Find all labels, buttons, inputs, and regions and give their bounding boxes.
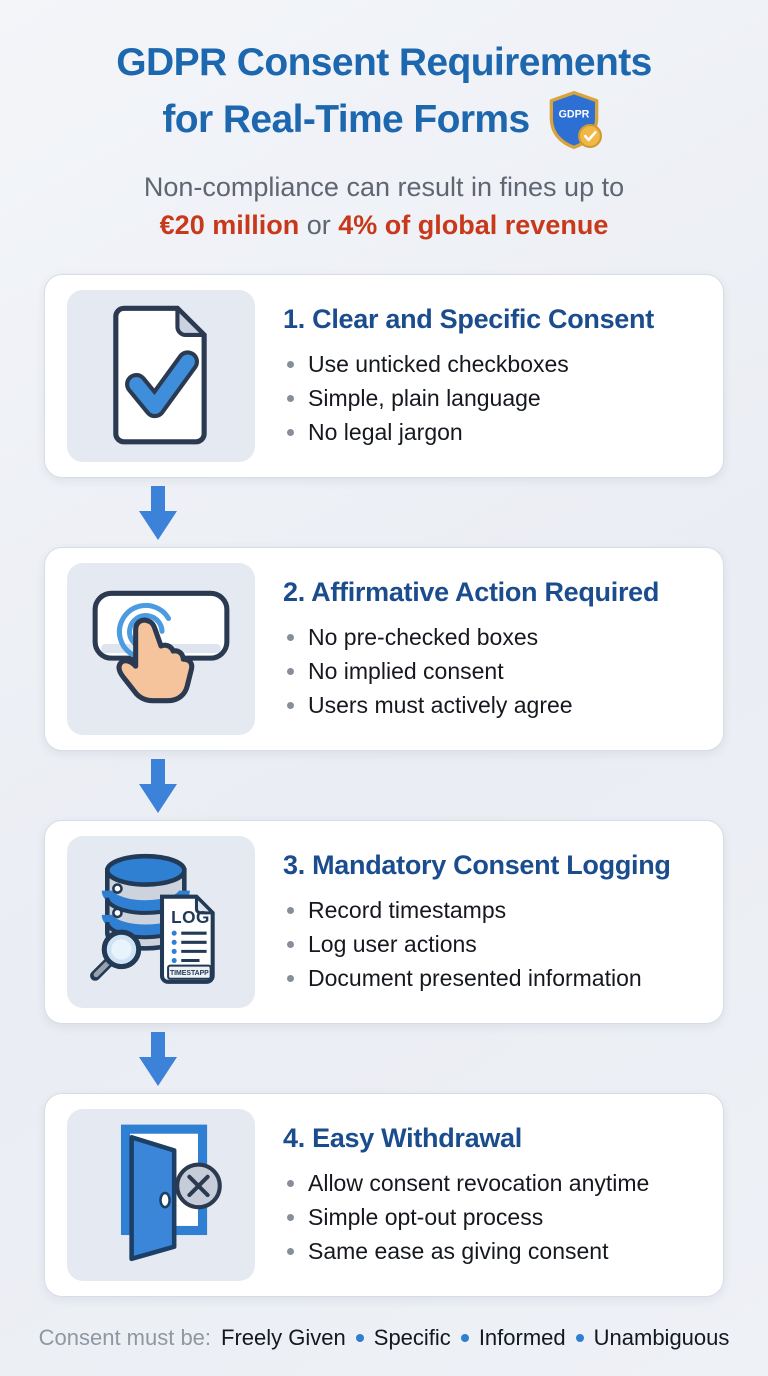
flow-arrow-row [44, 751, 724, 820]
fine-amount: €20 million [159, 210, 300, 240]
footer: Consent must be: Freely Given Specific I… [0, 1325, 768, 1351]
step-card-1: 1. Clear and Specific Consent Use untick… [44, 274, 724, 478]
step-bullets-1: Use unticked checkboxes Simple, plain la… [283, 347, 705, 449]
icon-tile-3: LOG TIMESTAPP [67, 836, 255, 1008]
door-exit-icon [85, 1117, 237, 1274]
separator-dot-icon [355, 1334, 364, 1342]
gdpr-badge-label: GDPR [558, 108, 589, 120]
document-check-icon [89, 298, 233, 455]
bullet-text: No pre-checked boxes [308, 623, 539, 650]
page-title-line1: GDPR Consent Requirements [116, 41, 652, 84]
gdpr-shield-icon: GDPR [542, 90, 606, 150]
bullet-item: Simple opt-out process [283, 1200, 705, 1234]
bullet-icon [287, 667, 294, 675]
bullet-text: Record timestamps [308, 896, 507, 923]
step-bullets-4: Allow consent revocation anytime Simple … [283, 1166, 705, 1268]
bullet-icon [287, 940, 294, 948]
bullet-icon [287, 394, 294, 402]
bullet-icon [287, 633, 294, 641]
subtitle-line1: Non-compliance can result in fines up to [143, 172, 625, 202]
bullet-text: Simple, plain language [308, 384, 541, 411]
bullet-icon [287, 701, 294, 709]
step-card-3: LOG TIMESTAPP 3. Mandatory Co [44, 820, 724, 1024]
step-title-3: 3. Mandatory Consent Logging [283, 849, 671, 880]
separator-dot-icon [575, 1334, 584, 1342]
principle: Specific [373, 1325, 451, 1350]
bullet-text: No legal jargon [308, 418, 463, 445]
bullet-text: Log user actions [308, 930, 477, 957]
icon-tile-4 [67, 1109, 255, 1281]
database-log-icon: LOG TIMESTAPP [85, 844, 237, 1001]
step-bullets-2: No pre-checked boxes No implied consent … [283, 620, 705, 722]
bullet-item: Log user actions [283, 927, 705, 961]
conjunction: or [306, 210, 331, 240]
bullet-item: Same ease as giving consent [283, 1234, 705, 1268]
bullet-item: No implied consent [283, 654, 705, 688]
principle: Freely Given [221, 1325, 346, 1350]
bullet-icon [287, 1247, 294, 1255]
icon-tile-2 [67, 563, 255, 735]
icon-tile-1 [67, 290, 255, 462]
page-title-line2: for Real-Time Forms [162, 98, 530, 141]
bullet-item: Simple, plain language [283, 381, 705, 415]
down-arrow-icon [139, 485, 177, 540]
fine-percent: 4% of global revenue [338, 210, 609, 240]
bullet-item: Document presented information [283, 961, 705, 995]
bullet-item: No legal jargon [283, 415, 705, 449]
bullet-text: No implied consent [308, 657, 504, 684]
bullet-icon [287, 428, 294, 436]
bullet-item: Record timestamps [283, 893, 705, 927]
principle: Unambiguous [593, 1325, 730, 1350]
step-title-2: 2. Affirmative Action Required [283, 576, 660, 607]
header: GDPR Consent Requirements for Real-Time … [0, 0, 768, 244]
bullet-text: Document presented information [308, 964, 642, 991]
bullet-icon [287, 1179, 294, 1187]
step-title-1: 1. Clear and Specific Consent [283, 303, 654, 334]
bullet-icon [287, 360, 294, 368]
down-arrow-icon [139, 758, 177, 813]
step-bullets-3: Record timestamps Log user actions Docum… [283, 893, 705, 995]
separator-dot-icon [460, 1334, 469, 1342]
bullet-item: No pre-checked boxes [283, 620, 705, 654]
bullet-item: Allow consent revocation anytime [283, 1166, 705, 1200]
step-card-4: 4. Easy Withdrawal Allow consent revocat… [44, 1093, 724, 1297]
bullet-text: Same ease as giving consent [308, 1237, 609, 1264]
subtitle-line2: €20 million or 4% of global revenue [0, 206, 768, 244]
step-title-4: 4. Easy Withdrawal [283, 1122, 522, 1153]
timestamp-tag-label: TIMESTAPP [170, 970, 209, 977]
click-hand-icon [85, 571, 237, 728]
steps-list: 1. Clear and Specific Consent Use untick… [44, 274, 724, 1297]
footer-prefix: Consent must be: [38, 1325, 212, 1350]
down-arrow-icon [139, 1031, 177, 1086]
bullet-icon [287, 1213, 294, 1221]
bullet-text: Use unticked checkboxes [308, 350, 569, 377]
flow-arrow-row [44, 1024, 724, 1093]
flow-arrow-row [44, 478, 724, 547]
bullet-item: Users must actively agree [283, 688, 705, 722]
bullet-text: Allow consent revocation anytime [308, 1169, 650, 1196]
subtitle: Non-compliance can result in fines up to… [0, 168, 768, 244]
bullet-item: Use unticked checkboxes [283, 347, 705, 381]
bullet-text: Simple opt-out process [308, 1203, 544, 1230]
bullet-icon [287, 906, 294, 914]
log-doc-label: LOG [171, 907, 210, 927]
bullet-text: Users must actively agree [308, 691, 573, 718]
principle: Informed [478, 1325, 566, 1350]
step-card-2: 2. Affirmative Action Required No pre-ch… [44, 547, 724, 751]
bullet-icon [287, 974, 294, 982]
